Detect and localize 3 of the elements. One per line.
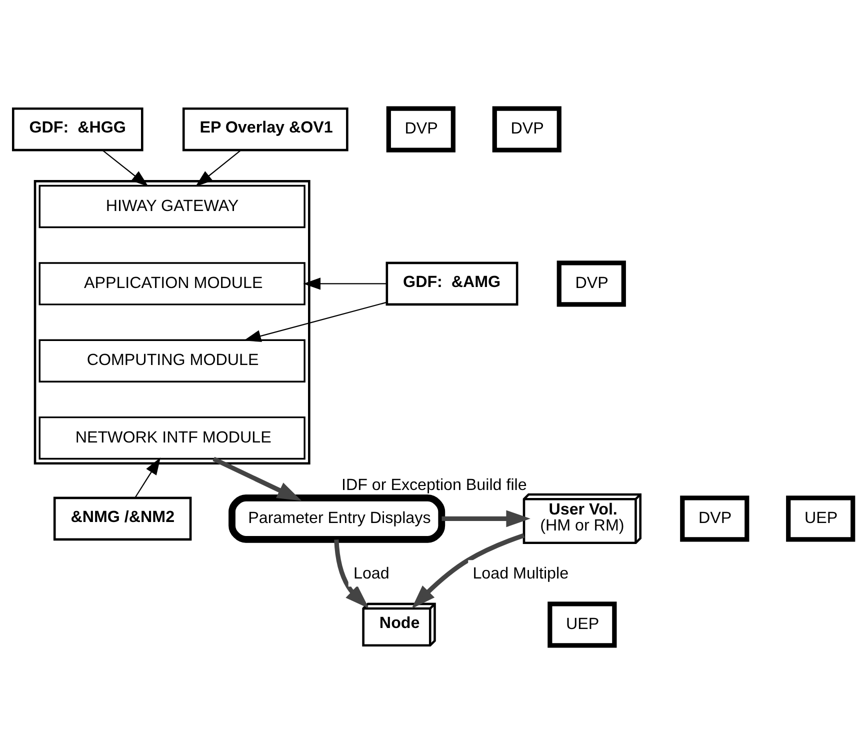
edge-label: Load Multiple	[472, 564, 569, 582]
edge-label: Load	[354, 564, 390, 582]
node-label: IDF or Exception Build file	[341, 476, 527, 494]
